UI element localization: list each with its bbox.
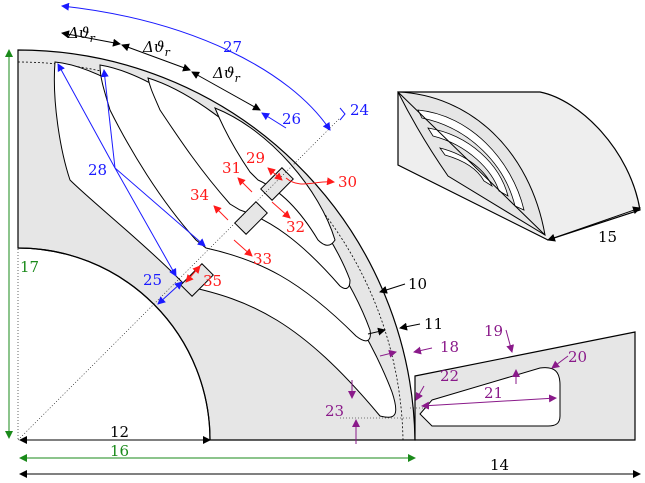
label-24: 24 xyxy=(350,101,369,119)
label-26: 26 xyxy=(282,110,301,128)
arc-27 xyxy=(61,2,331,131)
rotor-quarter xyxy=(17,49,416,441)
green-dimensions: 16 17 xyxy=(5,49,416,462)
blue-dimensions: 27 26 24 28 25 xyxy=(57,2,369,305)
dim-25 xyxy=(157,281,183,305)
label-23: 23 xyxy=(325,402,344,420)
rotor-3d-view xyxy=(397,91,641,241)
angle-label-1: Δϑr xyxy=(67,24,96,45)
label-20: 20 xyxy=(568,348,587,366)
rotor-3d-barrier-3 xyxy=(439,147,493,188)
label-22: 22 xyxy=(440,367,459,385)
arrow-19 xyxy=(505,329,515,353)
label-21: 21 xyxy=(484,384,503,402)
label-35: 35 xyxy=(203,272,222,290)
dim-35 xyxy=(185,265,201,283)
angle-label-3: Δϑr xyxy=(212,64,241,85)
label-32: 32 xyxy=(286,218,305,236)
arrow-28c xyxy=(114,167,177,277)
shaft-arc xyxy=(17,247,211,441)
rotor-3d-barrier-2 xyxy=(427,127,509,197)
arrow-32 xyxy=(271,201,291,219)
arrow-22 xyxy=(415,385,425,401)
label-17: 17 xyxy=(20,258,39,276)
label-10: 10 xyxy=(408,275,427,293)
label-33: 33 xyxy=(253,250,272,268)
label-16: 16 xyxy=(110,442,129,460)
purple-dimensions: 18 19 20 21 22 23 xyxy=(325,322,587,444)
arrow-20 xyxy=(551,355,569,369)
label-11: 11 xyxy=(424,315,443,333)
label-19: 19 xyxy=(484,322,503,340)
label-18: 18 xyxy=(440,338,459,356)
arrow-29 xyxy=(267,167,283,181)
arrow-11 xyxy=(399,322,421,331)
arrow-18a xyxy=(379,349,397,358)
arrow-28b xyxy=(100,69,116,169)
rotor-3d-barrier-1 xyxy=(417,109,525,211)
angle-label-2: Δϑr xyxy=(142,38,171,59)
bracket-24 xyxy=(339,107,346,121)
arrow-31 xyxy=(237,177,253,193)
stator-section xyxy=(410,331,636,441)
label-25: 25 xyxy=(143,271,162,289)
label-34: 34 xyxy=(190,186,209,204)
red-dimensions: 29 30 31 32 33 34 35 xyxy=(185,149,357,290)
arrow-26 xyxy=(261,112,287,129)
label-14: 14 xyxy=(490,456,509,474)
arrow-28a xyxy=(57,63,116,169)
arrow-11b xyxy=(367,327,386,336)
arrow-33 xyxy=(233,239,253,257)
rotor-3d-axis xyxy=(397,91,546,236)
label-15: 15 xyxy=(598,228,617,246)
label-28: 28 xyxy=(88,161,107,179)
dim-15 xyxy=(547,206,641,242)
arrow-10 xyxy=(379,283,406,294)
arrow-34 xyxy=(213,205,229,221)
label-29: 29 xyxy=(246,149,265,167)
arrow-28d xyxy=(114,167,206,247)
arrow-30 xyxy=(285,177,335,186)
label-12: 12 xyxy=(110,423,129,441)
label-31: 31 xyxy=(222,159,241,177)
dim-21 xyxy=(421,394,557,410)
diagonal-axis xyxy=(17,117,341,441)
arrow-18b xyxy=(413,346,433,355)
label-27: 27 xyxy=(223,38,242,56)
label-30: 30 xyxy=(338,173,357,191)
